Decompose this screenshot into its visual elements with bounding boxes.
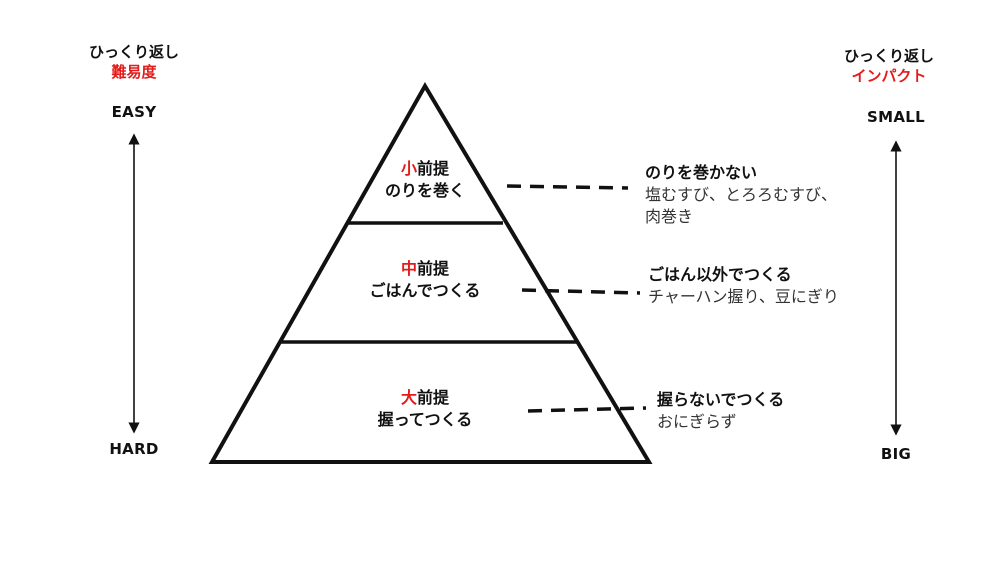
difficulty-axis-heading: ひっくり返し xyxy=(88,43,180,61)
note-small-title: のりを巻かない xyxy=(645,163,758,182)
connector-medium xyxy=(521,288,641,295)
note-small-line-1: 塩むすび、とろろむすび、 xyxy=(645,185,838,204)
tier-large-text: 握ってつくる xyxy=(377,410,473,429)
tier-large-title: 大前提 xyxy=(378,387,473,409)
note-medium-line-1: チャーハン握り、豆にぎり xyxy=(648,287,839,306)
tier-medium-label: 中前提 ごはんでつくる xyxy=(370,258,481,302)
note-large-title: 握らないでつくる xyxy=(657,390,785,409)
tier-large-label: 大前提 握ってつくる xyxy=(378,387,473,431)
hard-label: HARD xyxy=(109,440,159,458)
note-large-line-1: おにぎらず xyxy=(657,412,737,431)
tier-large-level: 大 xyxy=(400,388,417,407)
connector-large xyxy=(527,406,647,413)
tier-medium-text: ごはんでつくる xyxy=(369,281,481,300)
note-medium-title: ごはん以外でつくる xyxy=(648,265,792,284)
impact-axis-heading: ひっくり返し xyxy=(843,47,935,65)
tier-small-title: 小前提 xyxy=(385,158,465,180)
pyramid-outline xyxy=(208,82,653,464)
easy-label: EASY xyxy=(111,103,157,121)
tier-medium-title: 中前提 xyxy=(370,258,481,280)
note-medium: ごはん以外でつくる チャーハン握り、豆にぎり xyxy=(648,264,839,308)
note-large: 握らないでつくる おにぎらず xyxy=(657,389,784,433)
impact-axis-header: ひっくり返し インパクト xyxy=(844,46,934,86)
tier-small-suffix: 前提 xyxy=(416,159,450,178)
small-label: SMALL xyxy=(867,108,925,126)
difficulty-axis-header: ひっくり返し 難易度 xyxy=(89,42,179,82)
tier-small-level: 小 xyxy=(400,159,417,178)
note-small-line-2: 肉巻き xyxy=(645,207,694,226)
impact-axis-subheading: インパクト xyxy=(851,67,927,85)
connector-small xyxy=(506,184,629,190)
difficulty-axis-subheading: 難易度 xyxy=(111,63,157,81)
tier-medium-suffix: 前提 xyxy=(416,259,450,278)
big-label: BIG xyxy=(880,445,912,463)
tier-small-text: のりを巻く xyxy=(384,181,466,200)
tier-large-suffix: 前提 xyxy=(417,388,450,407)
note-small: のりを巻かない 塩むすび、とろろむすび、 肉巻き xyxy=(645,162,837,228)
tier-medium-level: 中 xyxy=(400,259,417,278)
tier-small-label: 小前提 のりを巻く xyxy=(385,158,465,202)
